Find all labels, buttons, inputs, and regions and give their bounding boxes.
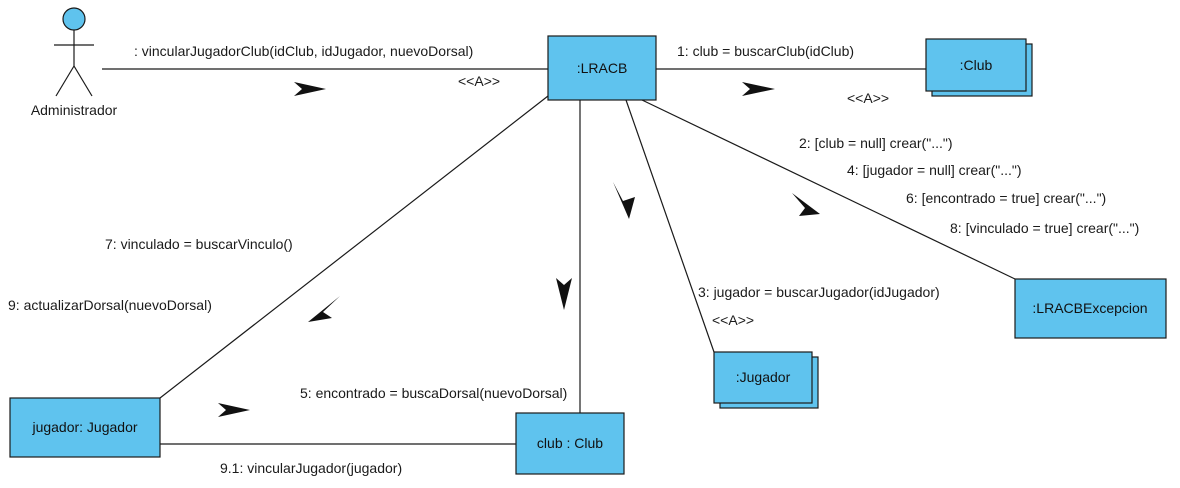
message-1-stereotype: <<A>>: [847, 90, 889, 106]
message-0-stereotype: <<A>>: [458, 73, 500, 89]
actor-label: Administrador: [31, 102, 118, 118]
arrow-m0: [294, 82, 326, 96]
object-club-multi: :Club: [925, 38, 1033, 97]
arrow-m91: [218, 403, 250, 417]
message-7: 7: vinculado = buscarVinculo(): [105, 236, 293, 252]
message-6: 6: [encontrado = true] crear("..."): [906, 190, 1106, 206]
arrow-m7: [308, 296, 340, 322]
message-8: 8: [vinculado = true] crear("..."): [950, 220, 1139, 236]
object-jugador-label: jugador: Jugador: [31, 419, 137, 435]
message-9: 9: actualizarDorsal(nuevoDorsal): [8, 297, 212, 313]
arrow-m2: [792, 193, 820, 216]
arrow-m3: [613, 182, 635, 219]
object-excepcion-label: :LRACBExcepcion: [1032, 300, 1147, 316]
link-lracb-jugador-multi: [625, 99, 715, 353]
message-3: 3: jugador = buscarJugador(idJugador): [698, 284, 940, 300]
link-lracb-excepcion: [641, 99, 1016, 280]
message-3-stereotype: <<A>>: [712, 312, 754, 328]
object-jugador-multi: :Jugador: [713, 351, 819, 409]
object-jugador-multi-label: :Jugador: [736, 369, 791, 385]
message-0: : vincularJugadorClub(idClub, idJugador,…: [134, 43, 473, 59]
message-4: 4: [jugador = null] crear("..."): [847, 162, 1022, 178]
object-club-multi-label: :Club: [960, 57, 993, 73]
message-5: 5: encontrado = buscaDorsal(nuevoDorsal): [300, 385, 567, 401]
object-jugador: jugador: Jugador: [9, 397, 161, 458]
object-club: club : Club: [515, 412, 625, 475]
actor-stick-figure: [54, 7, 94, 97]
arrow-m5: [556, 278, 572, 310]
object-lracb: :LRACB: [547, 35, 657, 101]
object-excepcion: :LRACBExcepcion: [1014, 278, 1167, 339]
object-lracb-label: :LRACB: [577, 60, 628, 76]
message-2: 2: [club = null] crear("..."): [799, 135, 953, 151]
message-1: 1: club = buscarClub(idClub): [677, 43, 854, 59]
link-lracb-jugador-obj: [159, 95, 549, 399]
arrow-m1: [742, 82, 775, 96]
message-9-1: 9.1: vincularJugador(jugador): [220, 460, 402, 476]
object-club-label: club : Club: [537, 435, 603, 451]
